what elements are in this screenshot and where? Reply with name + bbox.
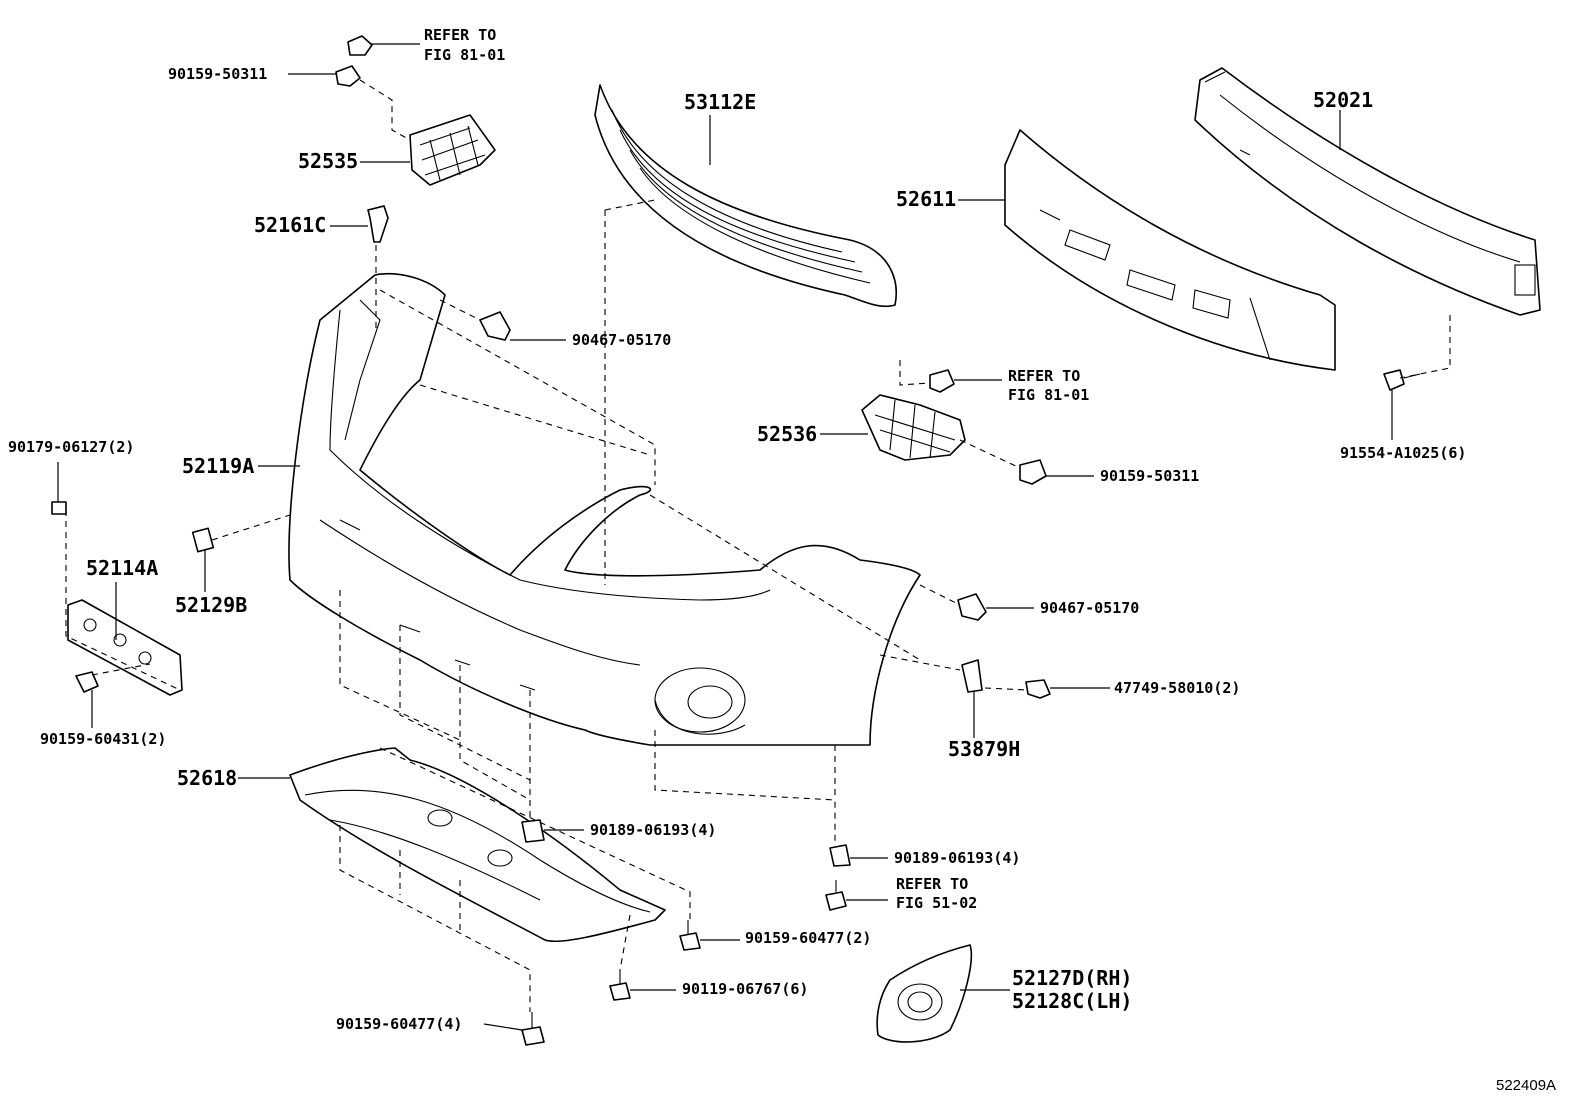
part-52618-undercover <box>289 747 666 943</box>
fastener-bolt-90159-60477-a <box>679 920 701 951</box>
fastener-clip-90467-05170-a <box>479 311 511 341</box>
label-52021: 52021 <box>1313 88 1373 112</box>
label-52618: 52618 <box>177 766 237 790</box>
fastener-bolt-90159-60477-b <box>521 1012 545 1046</box>
label-90159-60431: 90159-60431(2) <box>40 730 166 748</box>
fastener-clip-90179-06127 <box>51 501 67 515</box>
fastener-nut-90189-06193-a <box>521 819 545 843</box>
fastener-bolt-90159-50311-a <box>335 65 361 87</box>
part-52114a-plate-bracket <box>67 599 183 696</box>
label-90189-06193-a: 90189-06193(4) <box>590 821 716 839</box>
fastener-bolt-90159-60431 <box>75 671 99 693</box>
fastener-screw-47749-58010 <box>1025 679 1051 699</box>
label-90467-05170-b: 90467-05170 <box>1040 599 1139 617</box>
part-52536-bracket <box>861 394 966 461</box>
label-53112e: 53112E <box>684 90 756 114</box>
part-52127d-fog-cover <box>876 944 973 1043</box>
label-47749-58010: 47749-58010(2) <box>1114 679 1240 697</box>
fastener-bolt-refer-bot <box>825 880 847 911</box>
label-90159-60477-a: 90159-60477(2) <box>745 929 871 947</box>
label-90467-05170-a: 90467-05170 <box>572 331 671 349</box>
fastener-clip-90467-05170-b <box>957 593 987 621</box>
fastener-52129b <box>191 527 215 553</box>
label-90189-06193-b: 90189-06193(4) <box>894 849 1020 867</box>
fastener-53879h <box>961 659 983 693</box>
label-90119-06767: 90119-06767(6) <box>682 980 808 998</box>
label-91554-a1025: 91554-A1025(6) <box>1340 444 1466 462</box>
label-52536: 52536 <box>757 422 817 446</box>
label-52114a: 52114A <box>86 556 158 580</box>
label-refer-bot-2: FIG 51-02 <box>896 894 977 912</box>
label-refer-mid-2: FIG 81-01 <box>1008 386 1089 404</box>
fastener-clip-52161c <box>367 205 389 243</box>
label-90179-06127: 90179-06127(2) <box>8 438 134 456</box>
label-52119a: 52119A <box>182 454 254 478</box>
part-53112e-grille <box>594 84 897 308</box>
label-52535: 52535 <box>298 149 358 173</box>
fastener-nut-90189-06193-b <box>829 844 851 867</box>
label-53879h: 53879H <box>948 737 1020 761</box>
label-90159-50311-a: 90159-50311 <box>168 65 267 83</box>
fastener-bolt-90159-50311-b <box>1019 459 1047 485</box>
fastener-clip-top <box>347 35 373 56</box>
label-52161c: 52161C <box>254 213 326 237</box>
label-refer-bot-1: REFER TO <box>896 875 968 893</box>
label-refer-top-2: FIG 81-01 <box>424 46 505 64</box>
fastener-bolt-91554-a1025 <box>1383 369 1421 391</box>
label-90159-60477-b: 90159-60477(4) <box>336 1015 462 1033</box>
label-52129b: 52129B <box>175 593 247 617</box>
label-refer-mid-1: REFER TO <box>1008 367 1080 385</box>
part-52611-absorber <box>1004 129 1336 371</box>
diagram-reference-code: 522409A <box>1496 1077 1556 1094</box>
assembly-dash-lines <box>65 79 1451 1012</box>
label-52611: 52611 <box>896 187 956 211</box>
label-90159-50311-b: 90159-50311 <box>1100 467 1199 485</box>
part-52021-reinforcement <box>1194 67 1541 316</box>
part-52535-bracket <box>409 114 496 186</box>
fastener-screw-90119-06767 <box>609 970 631 1001</box>
fastener-bolt-refer-mid <box>929 369 955 393</box>
leader-lines <box>57 43 1393 1031</box>
label-refer-top-1: REFER TO <box>424 26 496 44</box>
label-52128c: 52128C(LH) <box>1012 989 1132 1013</box>
label-52127d: 52127D(RH) <box>1012 966 1132 990</box>
